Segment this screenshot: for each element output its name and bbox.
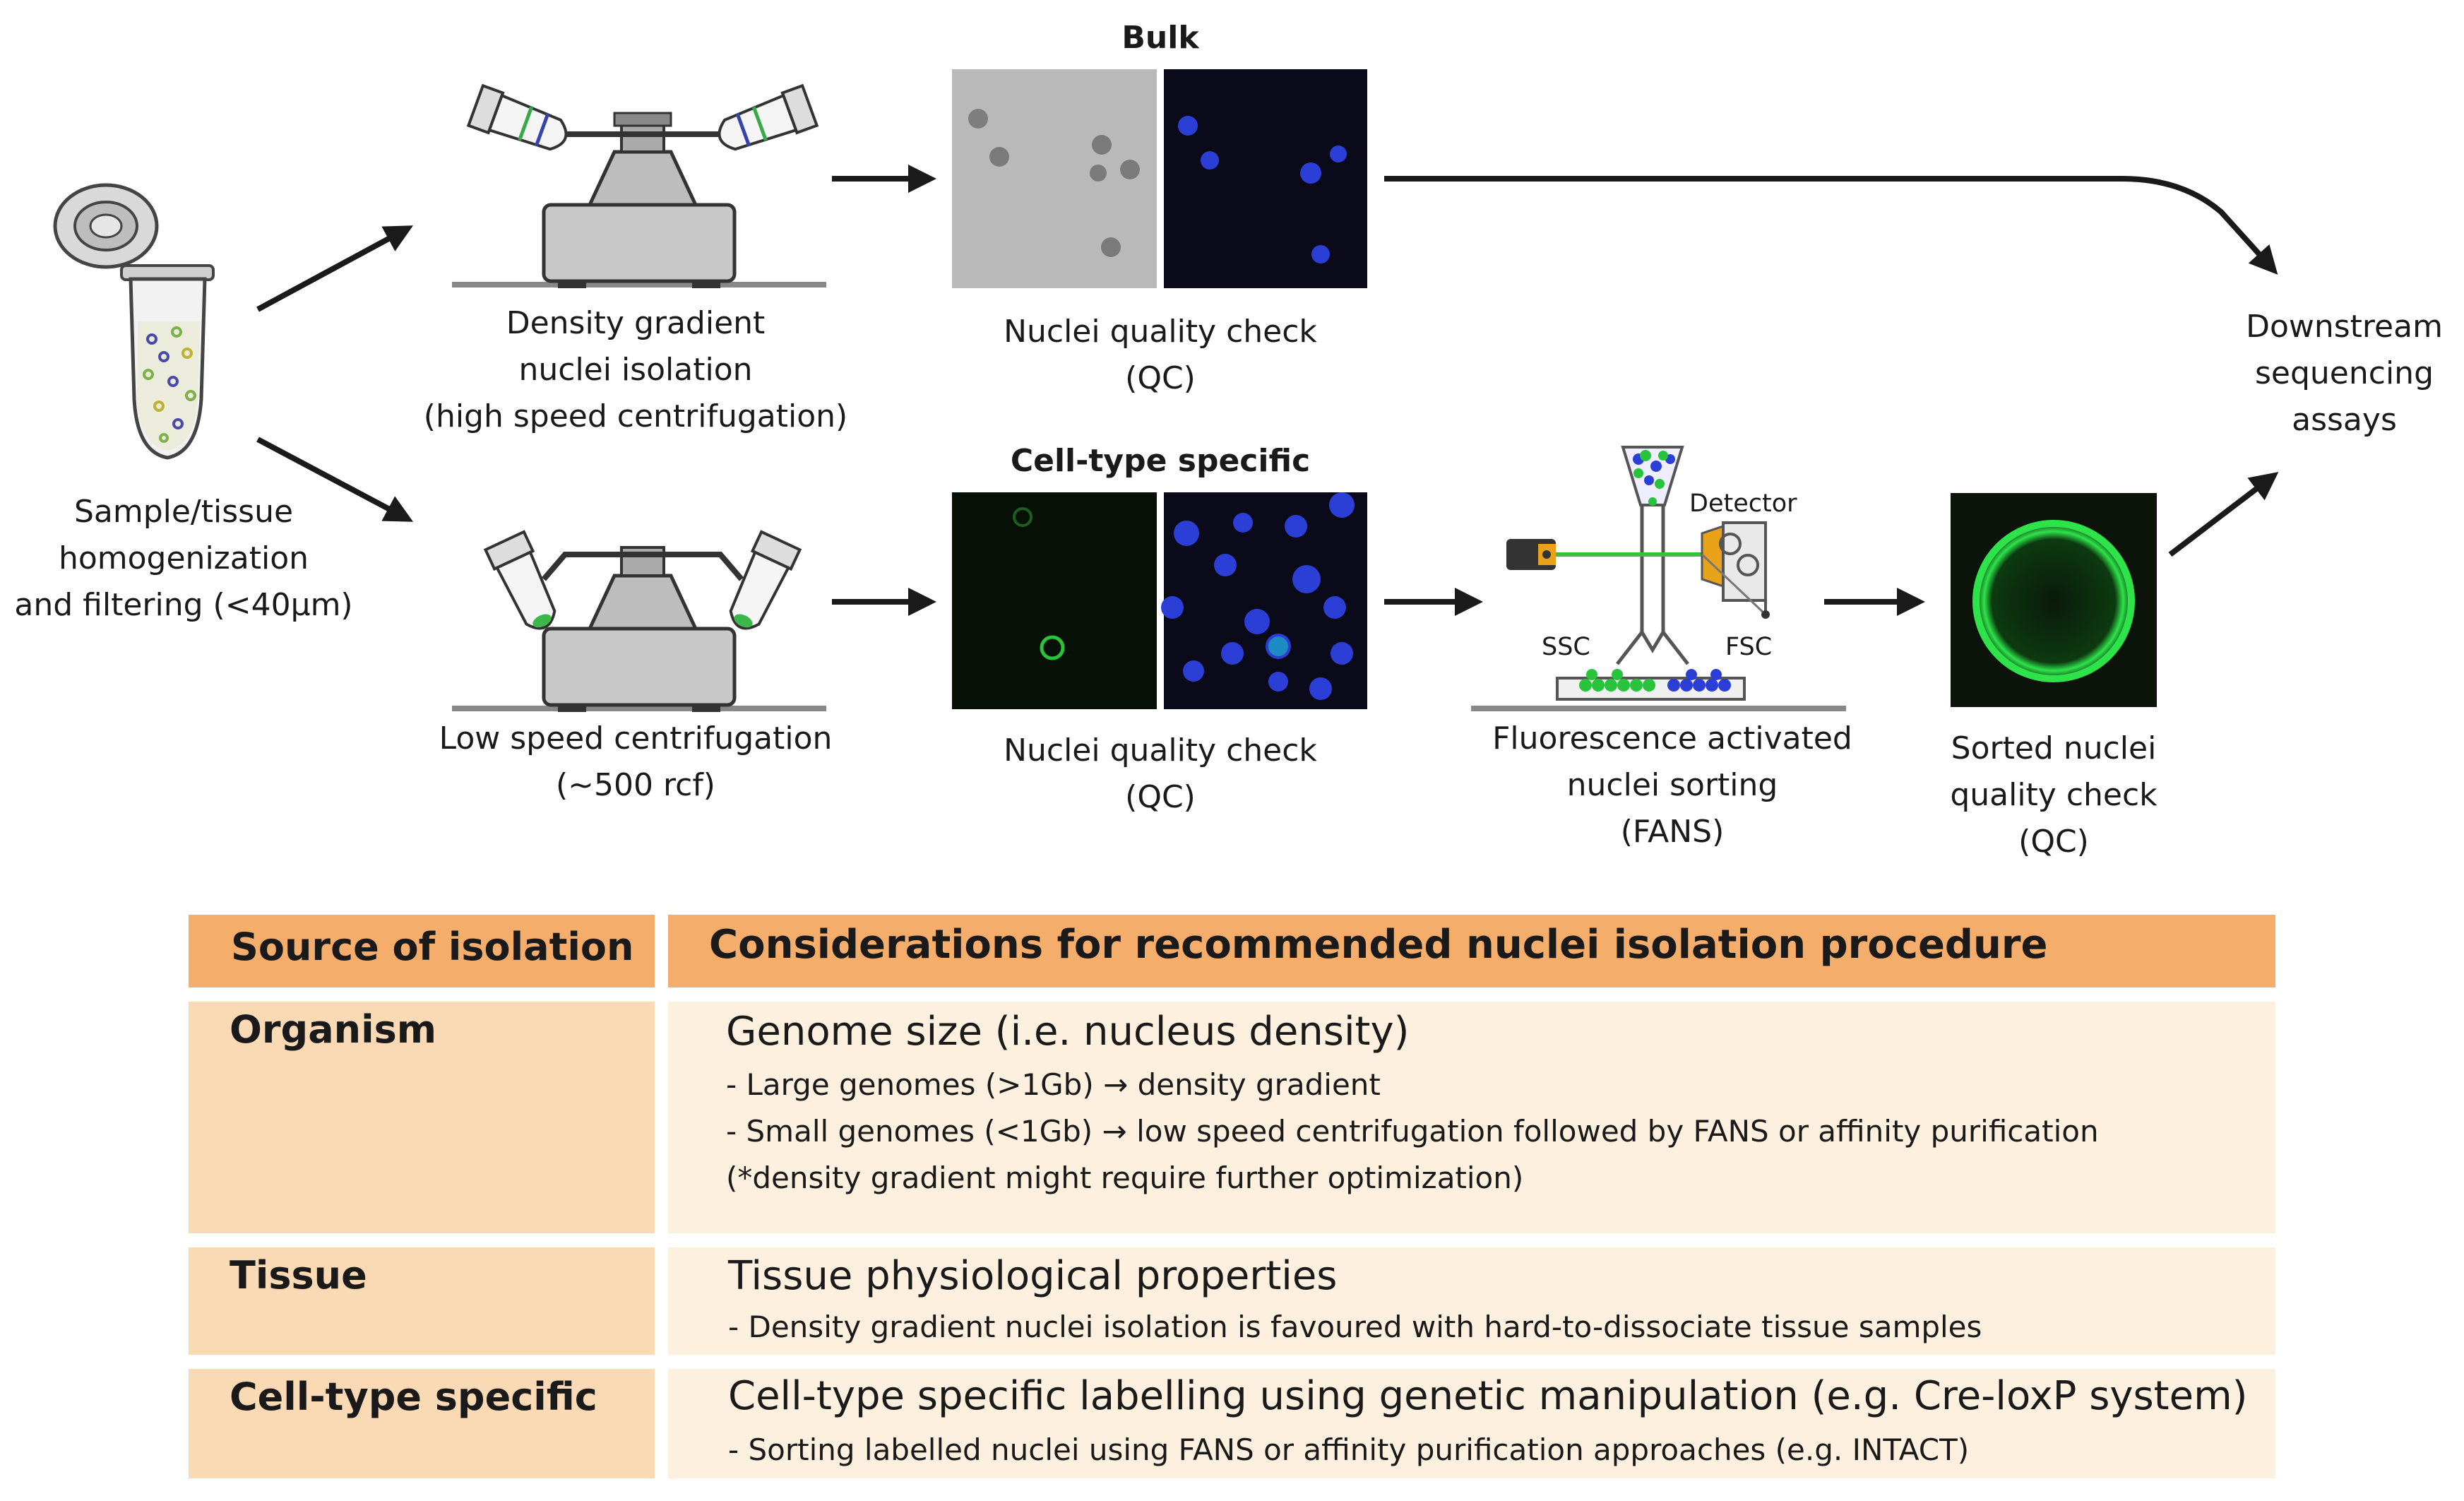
- centrifuge-high-speed-icon: [452, 83, 826, 288]
- bulk-dapi-image: [1164, 69, 1367, 288]
- low-speed-label: Low speed centrifugation (~500 rcf): [439, 720, 833, 803]
- sample-tube-icon: [53, 183, 215, 460]
- bulk-brightfield-image: [952, 69, 1157, 288]
- celltype-line-1: - Sorting labelled nuclei using FANS or …: [728, 1432, 1970, 1467]
- downstream-label: Downstream sequencing assays: [2246, 309, 2443, 438]
- row-content-tissue: Tissue physiological properties - Densit…: [668, 1247, 2275, 1355]
- organism-line-3: (*density gradient might require further…: [726, 1161, 1524, 1195]
- celltype-header: Cell-type specific: [1010, 443, 1311, 479]
- qc-top-label: Nuclei quality check (QC): [1004, 314, 1317, 396]
- row-content-organism: Genome size (i.e. nucleus density) - Lar…: [668, 1002, 2275, 1233]
- density-gradient-label: Density gradient nuclei isolation (high …: [423, 305, 848, 434]
- sorted-qc-label: Sorted nuclei quality check (QC): [1950, 730, 2158, 860]
- organism-line-2: - Small genomes (<1Gb) → low speed centr…: [726, 1114, 2099, 1149]
- celltype-gfp-image: [952, 492, 1157, 709]
- flow-arrows: [256, 165, 2279, 616]
- fans-label: Fluorescence activated nuclei sorting (F…: [1492, 720, 1852, 850]
- workflow-diagram: [53, 69, 2279, 712]
- fans-sorter-icon: [1471, 446, 1846, 711]
- bulk-header: Bulk: [1121, 20, 1199, 56]
- ssc-label: SSC: [1542, 633, 1590, 661]
- centrifuge-low-speed-icon: [452, 530, 826, 712]
- table-header-considerations: Considerations for recommended nuclei is…: [668, 915, 2275, 987]
- row-source-celltype: Cell-type specific: [189, 1369, 655, 1478]
- celltype-dapi-image: [1161, 492, 1367, 709]
- organism-line-1: - Large genomes (>1Gb) → density gradien…: [726, 1067, 1381, 1102]
- tissue-line-1: - Density gradient nuclei isolation is f…: [728, 1310, 1982, 1344]
- sample-label: Sample/tissue homogenization and filteri…: [14, 494, 353, 623]
- organism-title: Genome size (i.e. nucleus density): [726, 1009, 1410, 1055]
- row-source-organism: Organism: [189, 1002, 655, 1233]
- row-source-tissue: Tissue: [189, 1247, 655, 1355]
- row-content-celltype: Cell-type specific labelling using genet…: [668, 1369, 2275, 1478]
- sorted-nucleus-image: [1951, 493, 2157, 707]
- table-header-source: Source of isolation: [189, 915, 655, 987]
- tissue-title: Tissue physiological properties: [728, 1253, 1338, 1299]
- celltype-title: Cell-type specific labelling using genet…: [728, 1373, 2248, 1419]
- qc-bottom-label: Nuclei quality check (QC): [1004, 732, 1317, 815]
- detector-label: Detector: [1689, 490, 1797, 518]
- fsc-label: FSC: [1725, 633, 1773, 661]
